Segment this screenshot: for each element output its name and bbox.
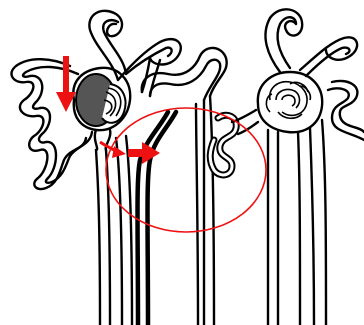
nephron-illustration	[0, 0, 364, 325]
nephron-diagram	[0, 0, 364, 325]
